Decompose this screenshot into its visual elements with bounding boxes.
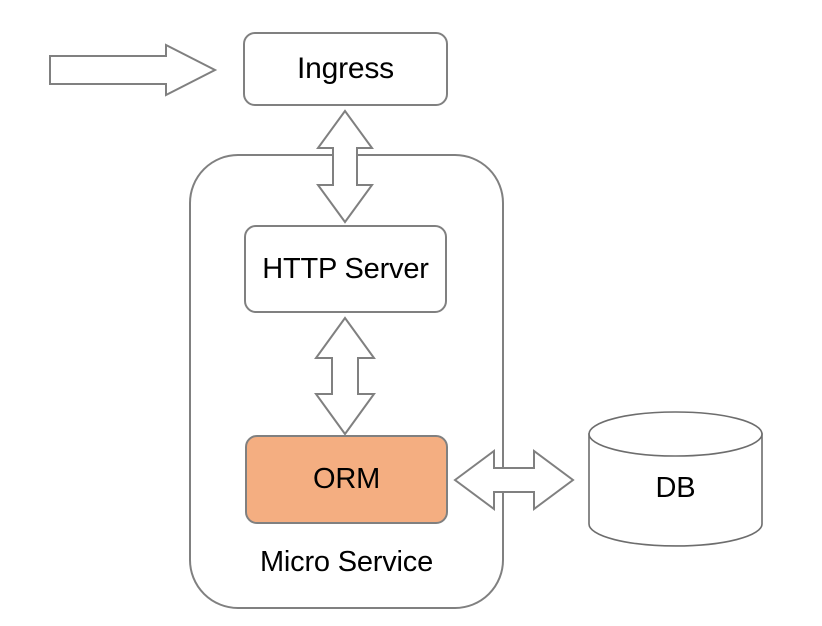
block-arrow-updown-icon-ingress-http xyxy=(316,109,374,224)
block-arrow-leftright-icon-orm-db xyxy=(453,449,575,511)
db-hit-area[interactable] xyxy=(589,412,762,546)
ingress-node[interactable] xyxy=(243,32,448,106)
block-arrow-right-icon xyxy=(49,43,218,97)
db-cylinder-top xyxy=(588,411,763,457)
orm-hit-area[interactable] xyxy=(246,436,447,523)
ingress-hit-area[interactable] xyxy=(244,33,447,105)
orm-node[interactable] xyxy=(245,435,448,524)
block-arrow-updown-icon-http-orm xyxy=(314,316,376,436)
db-cylinder-body[interactable] xyxy=(588,433,763,547)
http-server-hit-area[interactable] xyxy=(245,226,446,312)
http-server-node[interactable] xyxy=(244,225,447,313)
